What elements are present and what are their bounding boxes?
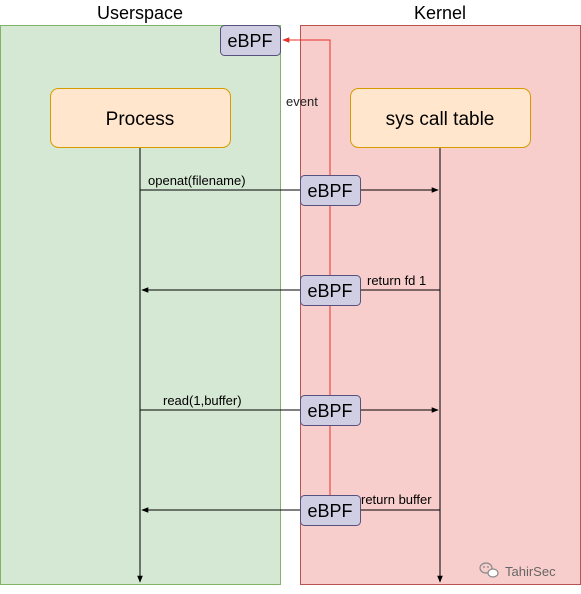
return-buffer-label: return buffer [361, 492, 432, 507]
event-label: event [286, 94, 318, 109]
event-arrow [282, 37, 331, 495]
openat-label: openat(filename) [148, 173, 246, 188]
ebpf-box-return-fd [300, 275, 361, 306]
ebpf-box-read [300, 395, 361, 426]
ebpf-label-return-fd: eBPF [307, 281, 352, 301]
syscall-table-box [350, 88, 531, 148]
ebpf-label-openat: eBPF [307, 181, 352, 201]
process-box [50, 88, 231, 148]
ebpf-box-openat [300, 175, 361, 206]
wechat-icon [479, 562, 499, 578]
return-fd-label: return fd 1 [367, 273, 426, 288]
kernel-title: Kernel [414, 3, 466, 23]
ebpf-box-top [220, 25, 281, 56]
ebpf-label-top: eBPF [227, 31, 272, 51]
ebpf-label-read: eBPF [307, 401, 352, 421]
read-label: read(1,buffer) [163, 393, 242, 408]
userspace-title: Userspace [97, 3, 183, 23]
ebpf-label-return-buffer: eBPF [307, 501, 352, 521]
syscall-table-label: sys call table [386, 109, 495, 130]
process-label: Process [106, 109, 175, 130]
watermark-text: TahirSec [505, 564, 556, 579]
ebpf-box-return-buffer [300, 495, 361, 526]
